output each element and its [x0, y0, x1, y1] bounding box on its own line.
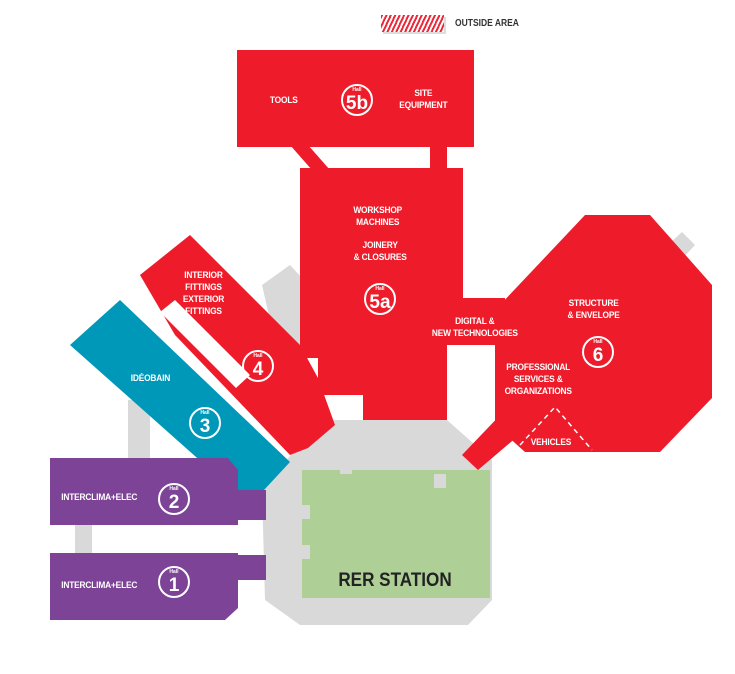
hall-number: 3 [199, 416, 211, 437]
outside-area-swatch [381, 15, 444, 32]
label-interclima-elec-2: INTERCLIMA+ELEC [61, 492, 138, 503]
hall-number: 4 [252, 359, 264, 380]
hall-number: 6 [592, 345, 604, 366]
connector [290, 145, 330, 170]
badge-prefix: Hall [375, 286, 385, 292]
label-professional-services: PROFESSIONAL SERVICES & ORGANIZATIONS [504, 362, 572, 397]
label-tools: TOOLS [269, 95, 298, 106]
hall-3-area[interactable] [70, 300, 290, 505]
badge-prefix: Hall [169, 486, 179, 492]
rer-station [302, 470, 490, 598]
label-digital-new-technologies: DIGITAL & NEW TECHNOLOGIES [431, 316, 518, 339]
walkway [670, 232, 695, 258]
hall-1-area[interactable] [50, 553, 238, 620]
label-site-equipment: SITE EQUIPMENT [399, 88, 448, 111]
badge-prefix: Hall [253, 353, 263, 359]
station-pillar [296, 505, 310, 519]
label-rer-station: RER STATION [338, 570, 452, 591]
station-pillar [434, 474, 446, 488]
legend-outside-area: OUTSIDE AREA [455, 18, 519, 29]
badge-prefix: Hall [169, 569, 179, 575]
connector [430, 145, 447, 170]
hall-number: 5a [369, 292, 391, 313]
walkway [262, 265, 302, 350]
hall-6-area[interactable] [495, 215, 712, 452]
hall-number: 1 [168, 575, 180, 596]
hall-number: 5b [345, 93, 369, 114]
connector [236, 555, 266, 580]
label-interclima-elec-1: INTERCLIMA+ELEC [61, 580, 138, 591]
hall-2-area[interactable] [50, 458, 238, 525]
gap [160, 300, 250, 388]
label-vehicles: VEHICLES [530, 437, 572, 448]
walkway [75, 525, 92, 555]
hall-5a-area[interactable] [300, 168, 505, 420]
badge-prefix: Hall [352, 87, 362, 93]
hall-4-area[interactable] [140, 235, 335, 455]
connector [462, 410, 525, 470]
label-structure-envelope: STRUCTURE & ENVELOPE [567, 298, 620, 321]
label-workshop-machines: WORKSHOP MACHINES [353, 205, 403, 228]
label-interior-exterior-fittings: INTERIOR FITTINGS EXTERIOR FITTINGS [182, 270, 225, 317]
station-pillar [340, 462, 352, 474]
label-joinery-closures: JOINERY & CLOSURES [353, 240, 407, 263]
badge-prefix: Hall [593, 339, 603, 345]
station-pillar [376, 452, 390, 466]
station-pillar [296, 545, 310, 559]
badge-prefix: Hall [200, 410, 210, 416]
hall-number: 2 [168, 492, 180, 513]
label-ideobain: IDÉOBAIN [130, 373, 171, 384]
walkway [128, 400, 150, 462]
connector [236, 490, 266, 520]
